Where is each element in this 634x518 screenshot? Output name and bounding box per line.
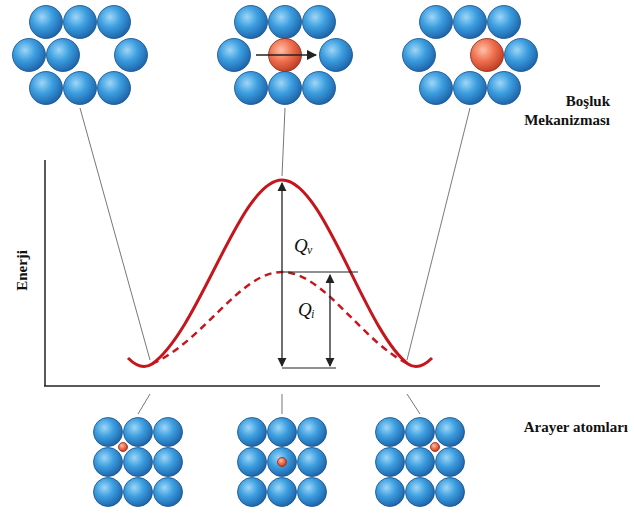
vacancy-energy-curve xyxy=(128,180,432,366)
host-atom xyxy=(218,39,251,72)
host-atom xyxy=(235,6,268,39)
host-atom xyxy=(238,448,267,477)
host-atom xyxy=(376,478,405,507)
host-atom xyxy=(488,6,521,39)
host-atom xyxy=(269,72,302,105)
host-atom xyxy=(303,6,336,39)
host-atom xyxy=(454,72,487,105)
host-atom xyxy=(30,6,63,39)
host-atom xyxy=(94,448,123,477)
host-atom xyxy=(238,478,267,507)
host-atom xyxy=(235,72,268,105)
energy-label: Qᵢ xyxy=(296,300,317,319)
host-atom xyxy=(436,448,465,477)
host-atom xyxy=(303,72,336,105)
host-atom xyxy=(376,418,405,447)
leader-line xyxy=(407,394,420,414)
host-atom xyxy=(505,39,538,72)
host-atom xyxy=(454,6,487,39)
leader-line xyxy=(407,108,470,360)
qv-arrow xyxy=(281,183,282,366)
qi-arrow xyxy=(329,275,330,366)
host-atom xyxy=(268,478,297,507)
host-atom xyxy=(64,6,97,39)
host-atom xyxy=(98,72,131,105)
level-line xyxy=(282,367,336,368)
diffusing-atom xyxy=(119,443,128,452)
host-atom xyxy=(30,72,63,105)
host-atom xyxy=(403,39,436,72)
mechanism-label: Arayer atomları xyxy=(468,418,628,437)
host-atom xyxy=(406,418,435,447)
host-atom xyxy=(376,448,405,477)
host-atom xyxy=(298,448,327,477)
host-atom xyxy=(94,418,123,447)
host-atom xyxy=(13,39,46,72)
host-atom xyxy=(320,39,353,72)
axis-label: Enerji xyxy=(13,250,32,291)
diffusing-atom xyxy=(471,39,504,72)
host-atom xyxy=(268,418,297,447)
host-atom xyxy=(47,39,80,72)
host-atom xyxy=(115,39,148,72)
host-atom xyxy=(94,478,123,507)
energy-label: Qᵥ xyxy=(292,236,315,255)
host-atom xyxy=(420,72,453,105)
host-atom xyxy=(124,478,153,507)
host-atom xyxy=(298,418,327,447)
diffusing-atom xyxy=(278,458,287,467)
host-atom xyxy=(124,448,153,477)
leader-line xyxy=(282,394,283,414)
host-atom xyxy=(154,418,183,447)
motion-arrow xyxy=(256,54,316,56)
host-atom xyxy=(64,72,97,105)
position-axis xyxy=(44,385,600,387)
host-atom xyxy=(406,478,435,507)
level-line xyxy=(282,271,358,272)
host-atom xyxy=(154,448,183,477)
host-atom xyxy=(406,448,435,477)
host-atom xyxy=(488,72,521,105)
host-atom xyxy=(269,6,302,39)
host-atom xyxy=(420,6,453,39)
host-atom xyxy=(238,418,267,447)
host-atom xyxy=(268,448,297,477)
interstitial-energy-curve xyxy=(152,272,408,364)
diffusing-atom xyxy=(431,443,440,452)
host-atom xyxy=(124,418,153,447)
host-atom xyxy=(436,418,465,447)
host-atom xyxy=(436,478,465,507)
host-atom xyxy=(298,478,327,507)
leader-line xyxy=(138,394,150,414)
leader-line xyxy=(80,108,150,360)
leader-line xyxy=(282,108,285,176)
host-atom xyxy=(98,6,131,39)
host-atom xyxy=(154,478,183,507)
mechanism-label: Boşluk Mekanizması xyxy=(490,92,610,130)
energy-axis xyxy=(44,160,46,386)
